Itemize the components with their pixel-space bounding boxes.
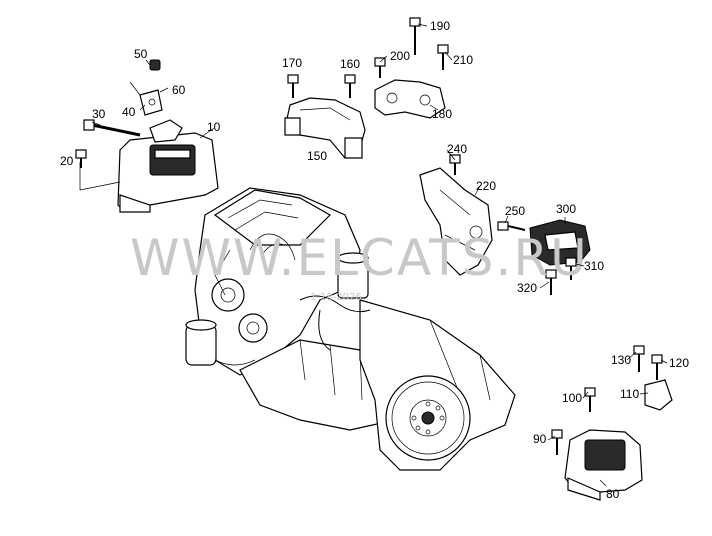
bolt-130-icon — [633, 345, 645, 372]
leader-lines-misc — [379, 23, 668, 487]
callout-150: 150 — [307, 149, 327, 163]
mount-arm-220 — [419, 167, 493, 276]
bolt-210-icon — [437, 44, 449, 70]
bolt-100-icon — [584, 387, 596, 412]
callout-320: 320 — [517, 281, 537, 295]
bolt-30-icon — [83, 119, 141, 137]
callout-240: 240 — [447, 142, 467, 156]
bolt-320-icon — [545, 269, 557, 295]
callout-90: 90 — [533, 432, 547, 446]
bracket-110-icon — [644, 379, 673, 411]
watermark-text: WWW.ELCATS.RU — [130, 229, 589, 287]
callout-40: 40 — [122, 105, 136, 119]
callout-220: 220 — [476, 179, 496, 193]
callout-310: 310 — [584, 259, 604, 273]
callout-180: 180 — [432, 107, 452, 121]
callout-100: 100 — [562, 391, 582, 405]
engine-mount-80 — [564, 429, 643, 501]
bolt-160-icon — [344, 74, 356, 98]
engine-mount-300 — [529, 219, 591, 266]
callout-200: 200 — [390, 49, 410, 63]
callout-210: 210 — [453, 53, 473, 67]
bolt-240-icon — [449, 154, 461, 175]
bolt-310-icon — [565, 257, 577, 280]
bolt-190-icon — [409, 17, 421, 55]
callout-labels: 50 60 40 30 10 20 170 160 150 190 200 21… — [60, 19, 689, 501]
engine-mount-left — [117, 119, 219, 213]
callout-110: 110 — [620, 387, 639, 401]
callout-300: 300 — [556, 202, 576, 216]
callout-120: 120 — [669, 356, 689, 370]
bolt-90-icon — [551, 429, 563, 455]
callout-10: 10 — [207, 120, 221, 134]
leader-lines-left — [79, 59, 215, 191]
nut-50-icon — [149, 59, 161, 71]
callout-130: 130 — [611, 353, 631, 367]
bolt-20-icon — [75, 149, 87, 168]
callout-160: 160 — [340, 57, 360, 71]
bolt-170-icon — [287, 74, 299, 98]
callout-50: 50 — [134, 47, 148, 61]
bracket-40-icon — [139, 89, 163, 116]
watermark-sub-text: 1-18-2026 — [310, 292, 362, 303]
bracket-180 — [374, 79, 446, 119]
callout-80: 80 — [606, 487, 620, 501]
bolt-250-icon — [497, 221, 526, 231]
engine-assembly — [185, 187, 516, 471]
callout-60: 60 — [172, 83, 186, 97]
callout-190: 190 — [430, 19, 450, 33]
callout-250: 250 — [505, 204, 525, 218]
bolt-200-icon — [374, 57, 386, 78]
callout-30: 30 — [92, 107, 106, 121]
engine-mount-top-middle — [284, 97, 366, 159]
bolt-120-icon — [651, 354, 663, 380]
callout-20: 20 — [60, 154, 74, 168]
callout-170: 170 — [282, 56, 302, 70]
